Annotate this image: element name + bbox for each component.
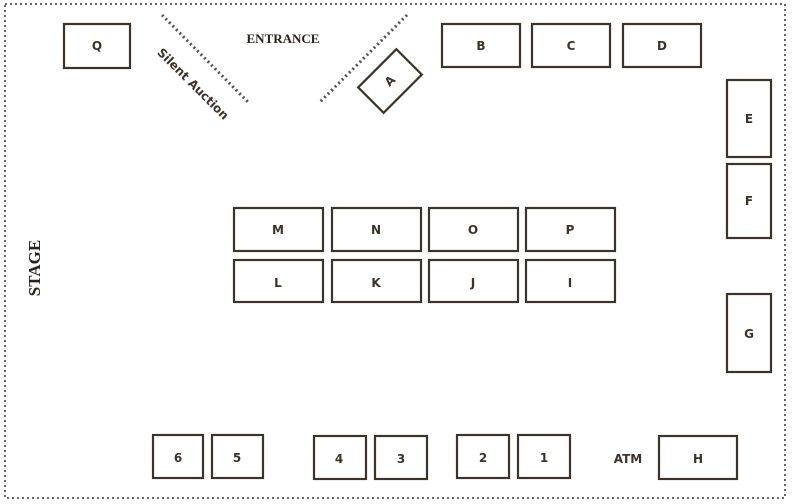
booth-l-label: L <box>274 276 282 290</box>
booth-6[interactable]: 6 <box>151 433 205 480</box>
booth-j[interactable]: J <box>427 258 520 304</box>
booth-q-label: Q <box>92 39 102 53</box>
booth-k[interactable]: K <box>330 258 423 304</box>
booth-6-label: 6 <box>174 451 182 465</box>
booth-b[interactable]: B <box>440 22 522 69</box>
booth-e[interactable]: E <box>725 78 773 159</box>
entrance-wall-right <box>318 13 409 104</box>
booth-2[interactable]: 2 <box>455 433 511 480</box>
booth-f-label: F <box>745 194 753 208</box>
stage-label: STAGE <box>25 240 44 296</box>
booth-i-label: I <box>568 276 572 290</box>
booth-h-label: H <box>693 452 703 466</box>
booth-c-label: C <box>567 39 576 53</box>
booth-q[interactable]: Q <box>62 22 132 70</box>
booth-1-label: 1 <box>540 451 548 465</box>
booth-e-label: E <box>745 112 753 126</box>
booth-p-label: P <box>566 223 575 237</box>
booth-p[interactable]: P <box>524 206 617 253</box>
booth-a[interactable]: A <box>356 47 424 115</box>
atm-label: ATM <box>614 452 642 466</box>
booth-c[interactable]: C <box>530 22 612 69</box>
booth-m[interactable]: M <box>232 206 325 253</box>
booth-4[interactable]: 4 <box>312 434 368 481</box>
booth-3-label: 3 <box>397 452 405 466</box>
booth-g-label: G <box>744 327 754 341</box>
entrance-wall-left <box>160 13 250 104</box>
booth-g[interactable]: G <box>725 292 773 374</box>
silent-auction-label: Silent Auction <box>154 45 231 122</box>
booth-3[interactable]: 3 <box>373 434 429 481</box>
booth-5-label: 5 <box>233 451 241 465</box>
booth-4-label: 4 <box>335 452 343 466</box>
booth-n-label: N <box>371 223 381 237</box>
booth-1[interactable]: 1 <box>516 433 572 480</box>
booth-i[interactable]: I <box>524 258 617 304</box>
booth-n[interactable]: N <box>330 206 423 253</box>
booth-j-label: J <box>470 276 475 290</box>
booth-m-label: M <box>272 223 284 237</box>
booth-h[interactable]: H <box>657 434 739 481</box>
booth-k-label: K <box>371 276 381 290</box>
booth-b-label: B <box>476 39 485 53</box>
entrance-label: ENTRANCE <box>247 31 320 46</box>
booth-f[interactable]: F <box>725 162 773 240</box>
booth-d[interactable]: D <box>621 22 703 69</box>
booth-o[interactable]: O <box>427 206 520 253</box>
booth-d-label: D <box>657 39 667 53</box>
booth-l[interactable]: L <box>232 258 325 304</box>
booth-2-label: 2 <box>479 451 487 465</box>
booth-5[interactable]: 5 <box>210 433 265 480</box>
venue-boundary <box>4 3 786 499</box>
booth-o-label: O <box>468 223 478 237</box>
